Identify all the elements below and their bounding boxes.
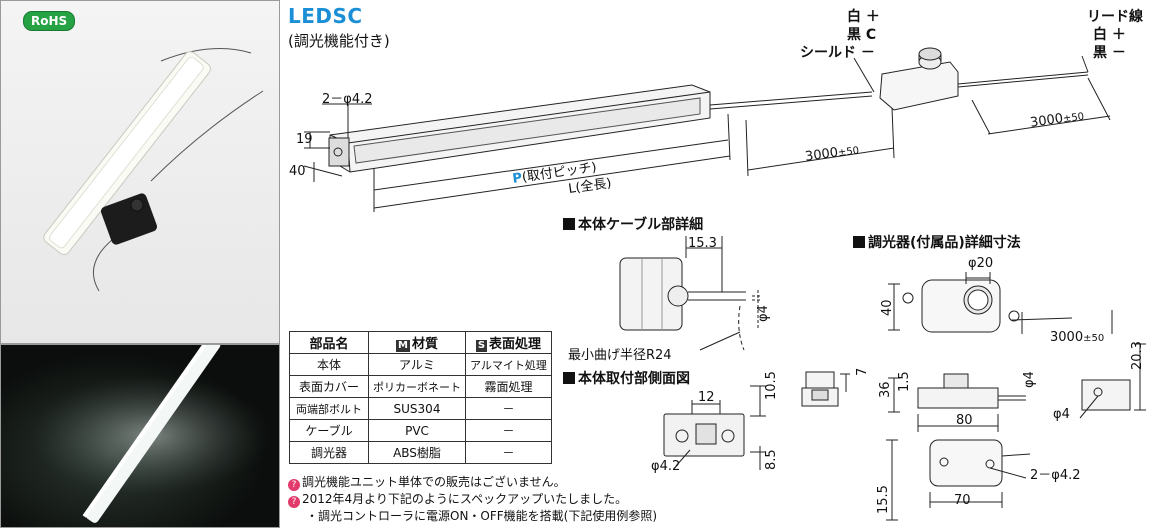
dim-1-5: 1.5 (897, 371, 912, 392)
wire-label-shield: シールド － (800, 45, 875, 61)
lead-wire-white: 白 ＋ (1093, 27, 1126, 43)
bend-radius-label: 最小曲げ半径R24 (568, 348, 672, 363)
lead-wire-label: リード線 (1087, 9, 1143, 25)
dim-10-5: 10.5 (764, 371, 779, 400)
table-row: 表面カバーポリカーボネート霧面処理 (289, 375, 552, 398)
dim-dimmer-cable: 3000±50 (1050, 330, 1105, 345)
dim-20-3: 20.3 (1130, 341, 1145, 370)
info-icon: ? (288, 496, 300, 508)
dim-12: 12 (698, 390, 715, 405)
lead-wire-black: 黒 － (1093, 45, 1126, 61)
product-subtitle: (調光機能付き) (288, 32, 390, 50)
dim-7: 7 (855, 367, 870, 376)
dim-80: 80 (956, 413, 973, 428)
technical-drawing (303, 47, 1146, 521)
wire-label-black: 黒 C (847, 27, 877, 43)
mount-view-heading: 本体取付部側面図 (563, 368, 690, 388)
note-2: ?2012年4月より下記のようにスペックアップいたしました。 (288, 490, 627, 508)
dim-40: 40 (289, 164, 306, 179)
dim-dimmer-40: 40 (880, 299, 895, 316)
product-code: LEDSC (288, 4, 363, 28)
dim-cable-phi4: φ4 (756, 305, 771, 322)
dim-8-5: 8.5 (764, 449, 779, 470)
dim-holes: 2－φ4.2 (322, 92, 373, 107)
dim-dimmer-phi4b: φ4 (1053, 407, 1070, 422)
dim-15-3: 15.3 (688, 236, 717, 251)
dim-36: 36 (878, 381, 893, 398)
header-part: 部品名 (289, 331, 369, 354)
table-row: 本体アルミアルマイト処理 (289, 353, 552, 376)
wire-label-white: 白 ＋ (847, 9, 880, 25)
rohs-badge: RoHS (23, 11, 76, 31)
dim-dimmer-phi4: φ4 (1022, 371, 1037, 388)
product-photo: RoHS (0, 0, 280, 344)
led-bar-photo (43, 48, 264, 292)
dim-dimmer-holes: 2－φ4.2 (1030, 468, 1081, 483)
dim-phi20: φ20 (968, 256, 994, 271)
cable-detail-heading: 本体ケーブル部詳細 (563, 214, 703, 234)
lit-photo (0, 344, 280, 528)
dimmer-heading: 調光器(付属品)詳細寸法 (853, 232, 1021, 252)
dim-19: 19 (296, 132, 313, 147)
dim-70: 70 (954, 493, 971, 508)
dim-15-5: 15.5 (876, 485, 891, 514)
note-3: ・調光コントローラに電源ON・OFF機能を搭載(下記使用例参照) (306, 509, 658, 523)
info-icon: ? (288, 479, 300, 491)
note-1: ?調光機能ユニット単体での販売はございません。 (288, 473, 566, 491)
dim-phi4-2: φ4.2 (651, 459, 681, 474)
